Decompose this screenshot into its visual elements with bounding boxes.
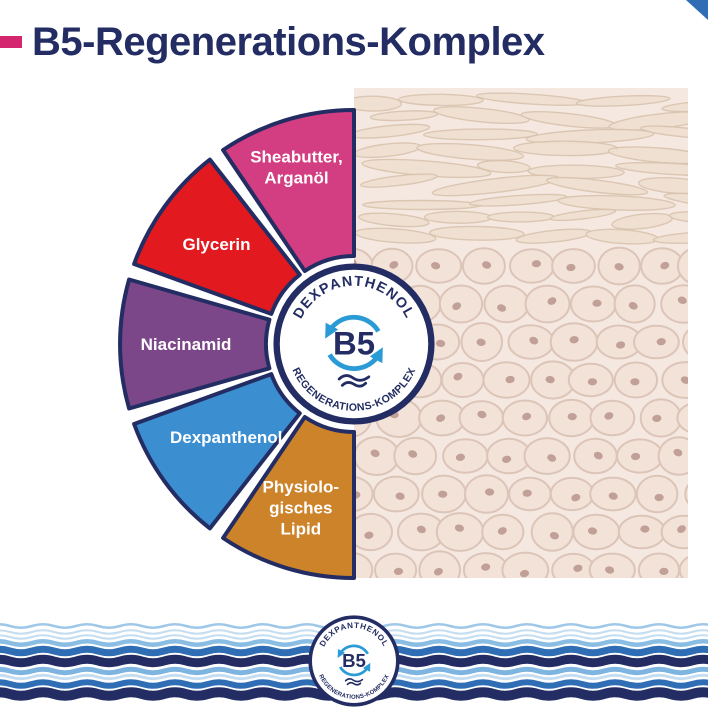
ingredient-wheel: Sheabutter,ArganölGlycerinNiacinamidDexp… <box>118 108 356 580</box>
cycle-arrows-icon <box>337 644 371 677</box>
segment-label: Dexpanthenol <box>170 428 282 447</box>
badge-main-text: B5 <box>342 650 366 671</box>
segment-label: Glycerin <box>182 235 250 254</box>
center-badge: DEXPANTHENOL REGENERATIONS-KOMPLEX B5 <box>273 263 435 425</box>
corner-accent <box>686 0 708 20</box>
wheel-segment-niacinamid: Niacinamid <box>118 277 272 411</box>
wave-icon <box>337 374 371 388</box>
title-accent-dash <box>0 36 22 48</box>
badge-ring <box>273 263 435 425</box>
wheel-segment-sheabutter-arganoel: Sheabutter,Arganöl <box>221 108 356 273</box>
wave-icon <box>344 678 364 686</box>
cycle-arrows-icon <box>325 314 383 371</box>
page-title: B5-Regenerations-Komplex <box>32 20 545 64</box>
header: B5-Regenerations-Komplex <box>0 22 545 62</box>
footer-badge: DEXPANTHENOL REGENERATIONS-KOMPLEX B5 <box>308 615 400 707</box>
badge-ring <box>308 615 400 707</box>
wheel-segment-dexpanthenol: Dexpanthenol <box>132 372 302 531</box>
segment-label: Niacinamid <box>141 335 232 354</box>
wheel-segment-glycerin: Glycerin <box>132 157 302 316</box>
segment-label: Sheabutter,Arganöl <box>250 148 343 188</box>
badge-main-text: B5 <box>333 325 375 362</box>
